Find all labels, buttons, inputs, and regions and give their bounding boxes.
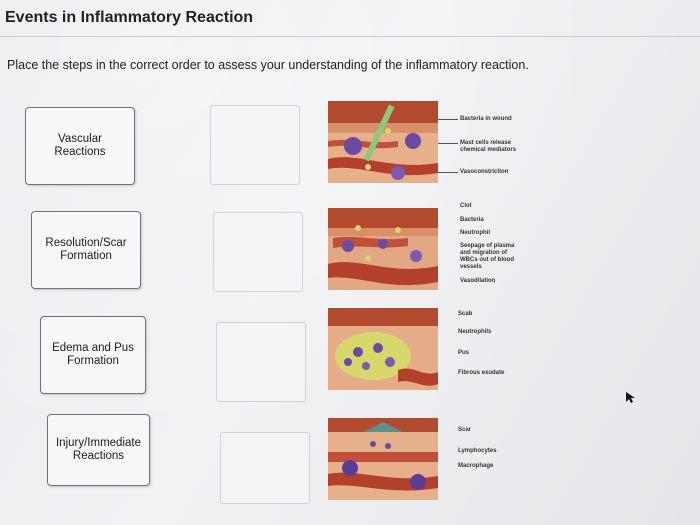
label-clot: Clot — [460, 203, 472, 209]
label-pus: Pus — [458, 350, 470, 356]
card-label-line2: Formation — [60, 250, 112, 262]
page-title: Events in Inflammatory Reaction — [5, 9, 254, 26]
label-neutrophil: Neutrophil — [460, 230, 490, 236]
drop-zone-3[interactable] — [216, 322, 306, 402]
label-seepage-3: WBCs out of blood — [460, 257, 514, 263]
label-bacteria-in-wound: Bacteria in wound — [460, 116, 512, 122]
label-vasodilation: Vasodilation — [460, 278, 496, 284]
label-mast-cells: Mast cells release — [460, 140, 512, 146]
illustration-injury — [328, 101, 438, 183]
card-label-line1: Injury/Immediate — [55, 437, 141, 449]
card-label-line2: Formation — [67, 355, 119, 367]
label-chemical-mediators: chemical mediators — [460, 147, 517, 153]
label-fibrous-exudate: Fibrous exudate — [458, 370, 505, 376]
label-scar: Scar — [458, 427, 472, 433]
card-label-line1: Vascular — [58, 133, 102, 145]
mouse-cursor-icon — [626, 391, 636, 409]
illustration-vascular — [328, 208, 438, 290]
label-seepage-2: and migration of — [460, 250, 507, 256]
instructions-text: Place the steps in the correct order to … — [7, 58, 529, 72]
label-seepage-1: Seepage of plasma — [460, 243, 515, 249]
label-leader — [438, 119, 458, 120]
drop-zone-1[interactable] — [210, 105, 300, 185]
label-leader — [438, 143, 458, 144]
illustration-edema-pus — [328, 308, 438, 390]
card-label-line2: Reactions — [72, 450, 125, 462]
header-divider — [0, 36, 700, 37]
card-label-line2: Reactions — [54, 146, 106, 158]
label-vasoconstriction: Vasoconstriction — [460, 169, 509, 175]
label-lymphocytes: Lymphocytes — [458, 448, 497, 454]
label-seepage-4: vessels — [460, 264, 482, 270]
label-scab: Scab — [458, 311, 473, 317]
drop-zone-2[interactable] — [213, 212, 303, 292]
card-label-line1: Resolution/Scar — [45, 237, 127, 249]
illustration-resolution-scar — [328, 418, 438, 500]
drop-zone-4[interactable] — [220, 432, 310, 504]
label-leader — [438, 172, 458, 173]
label-neutrophils: Neutrophils — [458, 329, 492, 335]
label-macrophage: Macrophage — [458, 463, 494, 469]
card-label-line1: Edema and Pus — [52, 342, 134, 354]
label-bacteria: Bacteria — [460, 217, 484, 223]
